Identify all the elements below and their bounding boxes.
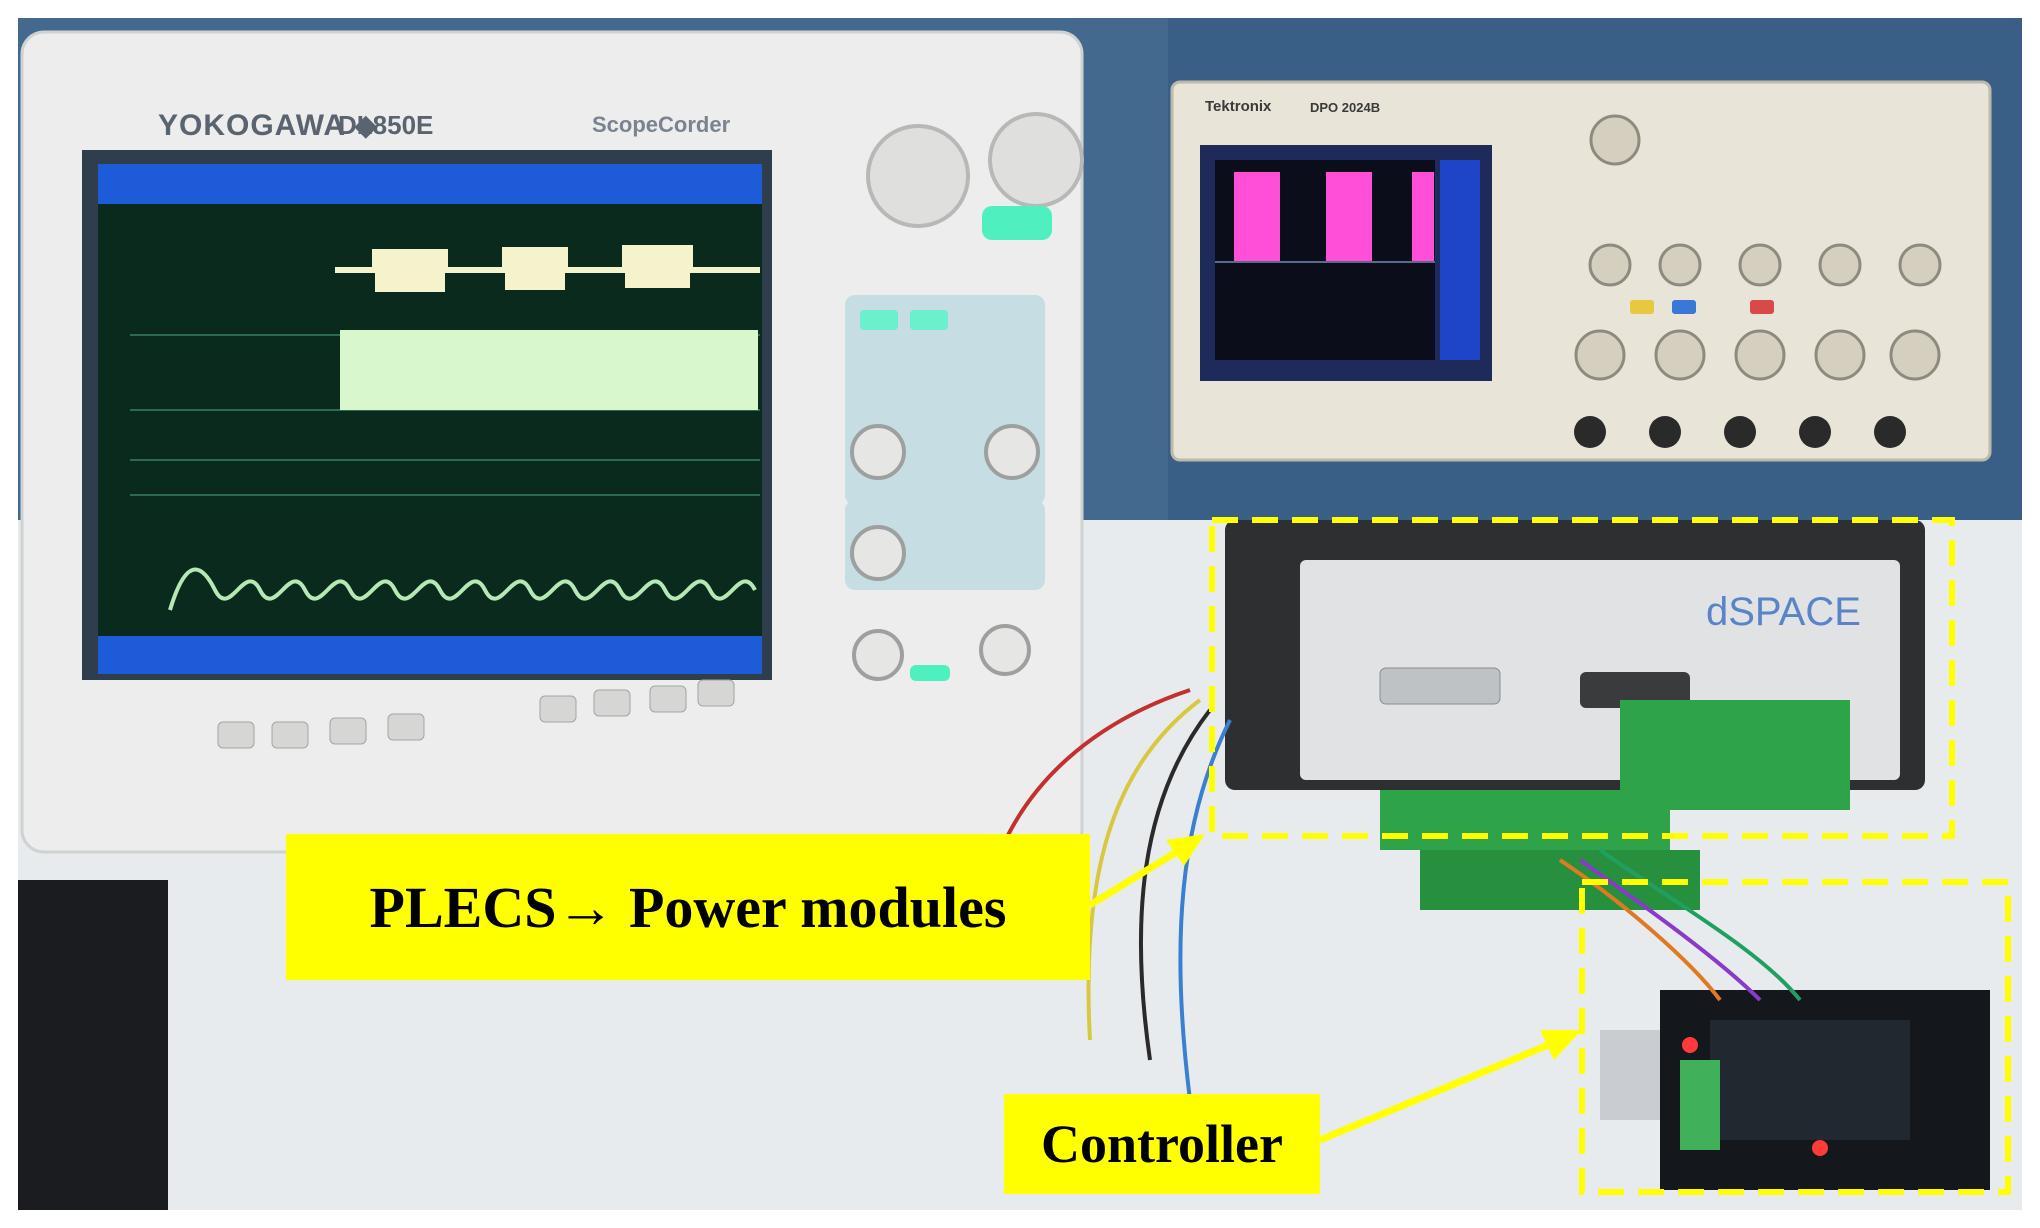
yokogawa-model-label: DL850E — [338, 110, 434, 140]
controller-highlight-box — [1579, 879, 2011, 1195]
controller-callout: Controller — [1004, 1094, 1320, 1194]
yokogawa-series-label: ScopeCorder — [592, 112, 731, 137]
laptop-edge — [18, 880, 168, 1210]
bright-signal-block — [340, 330, 758, 410]
plecs-power-modules-callout: PLECS→ Power modules — [286, 834, 1090, 980]
yokogawa-oscilloscope — [20, 30, 1084, 854]
tektronix-oscilloscope — [1170, 80, 1992, 462]
analog-trace — [168, 567, 757, 611]
yokogawa-screen — [98, 164, 762, 674]
tektronix-model-label: DPO 2024B — [1310, 100, 1381, 115]
plecs-arrow — [1088, 834, 1205, 908]
controller-arrow — [1318, 1030, 1582, 1144]
power-modules-highlight-box — [1209, 517, 1955, 839]
tektronix-brand-label: Tektronix — [1205, 98, 1272, 115]
controller-board — [1600, 990, 1990, 1190]
dspace-logo: dSPACE — [1706, 590, 1861, 634]
dspace-unit — [1225, 520, 1925, 910]
yokogawa-brand-label: YOKOGAWA ◆ — [158, 109, 379, 142]
